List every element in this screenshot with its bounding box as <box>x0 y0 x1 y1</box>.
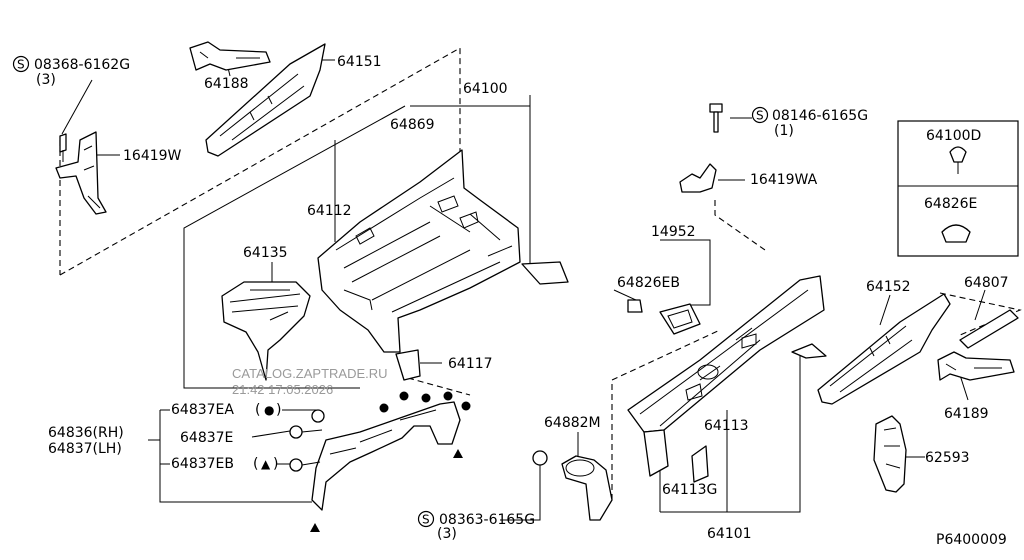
svg-text:): ) <box>276 402 281 418</box>
label-62593: 62593 <box>925 450 970 466</box>
part-labels: S 08368-6162G (3) 64188 64151 64100 6486… <box>17 54 1009 548</box>
label-64837eb: 64837EB <box>171 456 234 472</box>
label-08146-qty: (1) <box>774 123 794 139</box>
screw-symbol-2: S <box>756 109 764 123</box>
screw-symbol-1: S <box>17 58 25 72</box>
part-64135-bracket <box>221 281 311 381</box>
watermark-line1: CATALOG.ZAPTRADE.RU <box>232 366 388 381</box>
label-08363: 08363-6165G <box>439 512 535 528</box>
dashed-group-lines <box>59 47 1022 500</box>
screw-symbol-3: S <box>422 513 430 527</box>
label-64100: 64100 <box>463 81 508 97</box>
part-64807-strip <box>959 309 1019 349</box>
drawing-number: P6400009 <box>936 532 1007 548</box>
label-64189: 64189 <box>944 406 989 422</box>
label-64836-rh: 64836(RH) <box>48 425 124 441</box>
circle-mark-legend: ● <box>264 403 274 417</box>
label-16419w: 16419W <box>123 148 182 164</box>
label-16419wa: 16419WA <box>750 172 818 188</box>
part-64101-piece <box>791 343 827 359</box>
triangle-markers <box>310 449 463 532</box>
clip-legend-box <box>897 120 1019 257</box>
label-64101: 64101 <box>707 526 752 542</box>
watermark: CATALOG.ZAPTRADE.RU 21:42 17.05.2026 <box>232 366 388 397</box>
label-64113g: 64113G <box>662 482 717 498</box>
label-08363-qty: (3) <box>437 526 457 542</box>
clip-64100d-icon <box>949 146 967 163</box>
label-64100d: 64100D <box>926 128 981 144</box>
label-64135: 64135 <box>243 245 288 261</box>
label-08368: 08368-6162G <box>34 57 130 73</box>
watermark-line2: 21:42 17.05.2026 <box>232 382 333 397</box>
label-64882m: 64882M <box>544 415 601 431</box>
circle-markers <box>379 391 471 413</box>
label-64112: 64112 <box>307 203 352 219</box>
part-62593-pad <box>873 415 907 493</box>
svg-text:(: ( <box>253 456 258 472</box>
part-64113g-bracket <box>691 445 709 483</box>
part-64151-rail <box>205 43 326 157</box>
part-64836-hood-ledge <box>289 401 461 511</box>
label-08146: 08146-6165G <box>772 108 868 124</box>
part-14952-seal <box>627 299 701 335</box>
triangle-mark-legend: ▲ <box>261 457 271 471</box>
label-64837e: 64837E <box>180 430 233 446</box>
label-08368-qty: (3) <box>36 72 56 88</box>
part-64188-bracket <box>189 41 271 71</box>
label-64117: 64117 <box>448 356 493 372</box>
part-16419wa-bracket <box>679 103 723 193</box>
part-64152-rail <box>817 293 951 405</box>
part-64189-bracket <box>937 351 1015 381</box>
part-64113-side-member <box>627 275 825 477</box>
part-64882m-clamp <box>532 450 613 521</box>
label-64837-lh: 64837(LH) <box>48 441 122 457</box>
label-64152: 64152 <box>866 279 911 295</box>
svg-text:): ) <box>273 456 278 472</box>
part-64112-dash-panel <box>317 149 569 353</box>
label-64837ea: 64837EA <box>171 402 234 418</box>
label-14952: 14952 <box>651 224 696 240</box>
bracket-lines <box>61 54 986 521</box>
label-64869: 64869 <box>390 117 435 133</box>
screw-symbols <box>12 55 769 528</box>
svg-text:(: ( <box>255 402 260 418</box>
clip-64826e-icon <box>941 224 971 243</box>
label-64188: 64188 <box>204 76 249 92</box>
label-64113: 64113 <box>704 418 749 434</box>
label-64826e: 64826E <box>924 196 977 212</box>
label-64807: 64807 <box>964 275 1009 291</box>
label-64151: 64151 <box>337 54 382 70</box>
part-64117-plate <box>395 349 421 381</box>
part-16419w-bracket <box>55 131 107 215</box>
label-64826eb: 64826EB <box>617 275 680 291</box>
